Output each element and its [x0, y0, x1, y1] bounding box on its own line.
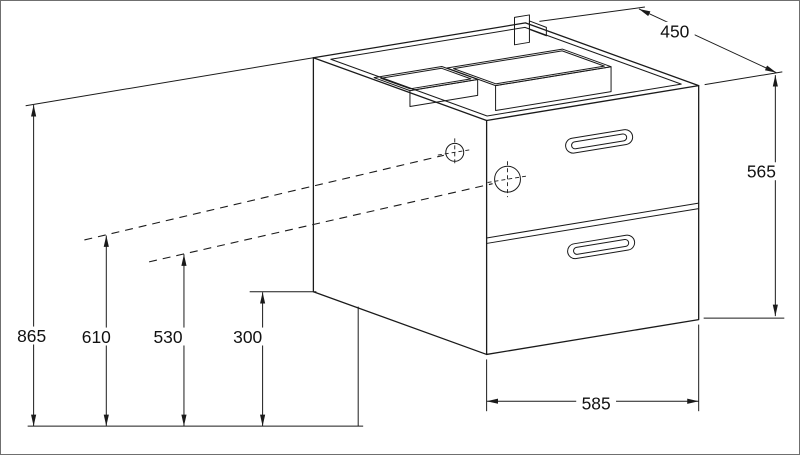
cabinet-front-panel	[485, 84, 700, 356]
dimension-lower-mount: 530	[148, 254, 188, 427]
extension-line-back	[539, 6, 645, 22]
basin-left	[373, 66, 479, 108]
mount-point-small	[437, 138, 472, 167]
dimension-label-865: 865	[17, 326, 46, 346]
dimension-floor-clearance: 300	[227, 291, 317, 427]
leader-line-upper	[84, 154, 444, 241]
dimension-depth: 450	[539, 6, 783, 86]
dimension-label-530: 530	[154, 327, 183, 347]
dimension-label-bg	[654, 21, 695, 40]
basin-rim-inner	[453, 50, 605, 85]
extension-line-front	[704, 71, 783, 86]
dimension-label-bg	[741, 162, 782, 181]
dimension-label-bg	[76, 327, 117, 346]
dimension-line	[638, 8, 777, 74]
dimension-label-450: 450	[660, 21, 689, 41]
dimension-upper-mount: 610	[76, 235, 117, 427]
dimension-cabinet-height: 565	[703, 75, 785, 319]
dimension-total-height: 865	[11, 105, 52, 427]
basin-right	[446, 48, 612, 112]
dimension-label-bg	[227, 327, 268, 346]
dimension-label-bg	[11, 326, 52, 345]
basin-rim-inner	[380, 67, 472, 90]
drawer-handle-top	[565, 129, 634, 154]
basin-opening	[446, 48, 612, 87]
tap-body	[513, 14, 530, 46]
basin-opening	[373, 66, 479, 92]
handle-outer	[565, 129, 634, 154]
dimension-label-585: 585	[582, 394, 611, 414]
tap-spout	[528, 20, 547, 37]
cabinet-top-rim-inner	[330, 26, 682, 117]
drawer-gap-line-2	[486, 208, 700, 244]
dimension-label-bg	[576, 394, 617, 413]
cabinet-side-panel	[312, 57, 488, 356]
dimension-label-610: 610	[82, 327, 111, 347]
cabinet	[312, 14, 700, 356]
dimension-width: 585	[486, 324, 700, 414]
wall-top-line	[25, 57, 314, 107]
drawer-handle-bottom	[567, 234, 636, 260]
handle-outer	[567, 234, 636, 260]
tap	[513, 14, 547, 46]
basin-front	[495, 66, 612, 112]
handle-inner	[573, 238, 630, 255]
dimension-label-bg	[148, 327, 188, 346]
mount-point-large	[487, 161, 528, 198]
leader-line-lower	[148, 183, 493, 263]
dimension-label-565: 565	[747, 162, 776, 182]
dimension-label-300: 300	[233, 327, 262, 347]
cabinet-top-edges	[312, 22, 700, 87]
handle-inner	[571, 133, 628, 150]
drawer-gap-line-1	[486, 202, 700, 239]
